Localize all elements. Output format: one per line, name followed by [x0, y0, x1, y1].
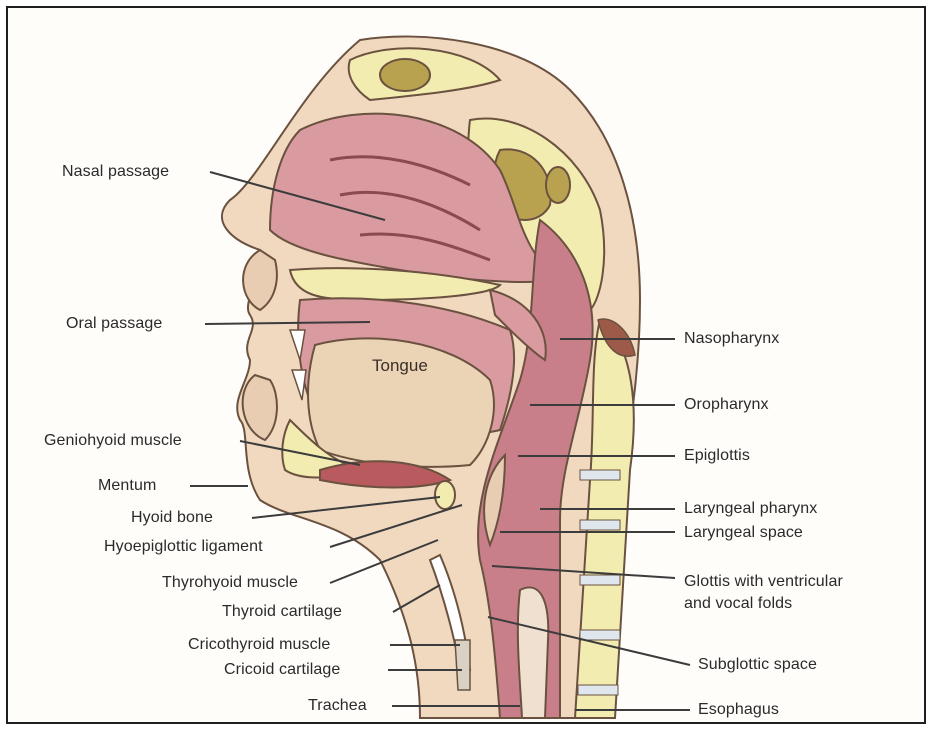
- label-nasopharynx: Nasopharynx: [684, 329, 779, 349]
- label-hyoepiglottic-ligament: Hyoepiglottic ligament: [104, 537, 263, 557]
- label-oropharynx: Oropharynx: [684, 395, 769, 415]
- vertebral-disc-4: [580, 630, 620, 640]
- frontal-sinus: [380, 59, 430, 91]
- sphenoid-sinus-small: [546, 167, 570, 203]
- label-laryngeal-space: Laryngeal space: [684, 523, 803, 543]
- label-epiglottis: Epiglottis: [684, 446, 750, 466]
- label-thyrohyoid-muscle: Thyrohyoid muscle: [162, 573, 298, 593]
- label-glottis-line2: and vocal folds: [684, 594, 792, 614]
- label-glottis-line1: Glottis with ventricular: [684, 572, 843, 592]
- label-esophagus: Esophagus: [698, 700, 779, 720]
- label-hyoid-bone: Hyoid bone: [131, 508, 213, 528]
- vertebral-disc-3: [580, 575, 620, 585]
- label-tongue: Tongue: [372, 356, 428, 376]
- label-cricothyroid-muscle: Cricothyroid muscle: [188, 635, 330, 655]
- cricoid-cartilage: [455, 640, 470, 690]
- vertebral-disc-1: [580, 470, 620, 480]
- hyoid-bone-shape: [435, 481, 455, 509]
- label-nasal-passage: Nasal passage: [62, 162, 169, 182]
- vertebral-disc-2: [580, 520, 620, 530]
- label-laryngeal-pharynx: Laryngeal pharynx: [684, 499, 817, 519]
- label-oral-passage: Oral passage: [66, 314, 162, 334]
- label-thyroid-cartilage: Thyroid cartilage: [222, 602, 342, 622]
- label-geniohyoid-muscle: Geniohyoid muscle: [44, 431, 182, 451]
- esophagus-shape: [518, 587, 548, 718]
- label-cricoid-cartilage: Cricoid cartilage: [224, 660, 340, 680]
- label-mentum: Mentum: [98, 476, 156, 496]
- label-trachea: Trachea: [308, 696, 367, 716]
- label-subglottic-space: Subglottic space: [698, 655, 817, 675]
- vertebral-disc-5: [578, 685, 618, 695]
